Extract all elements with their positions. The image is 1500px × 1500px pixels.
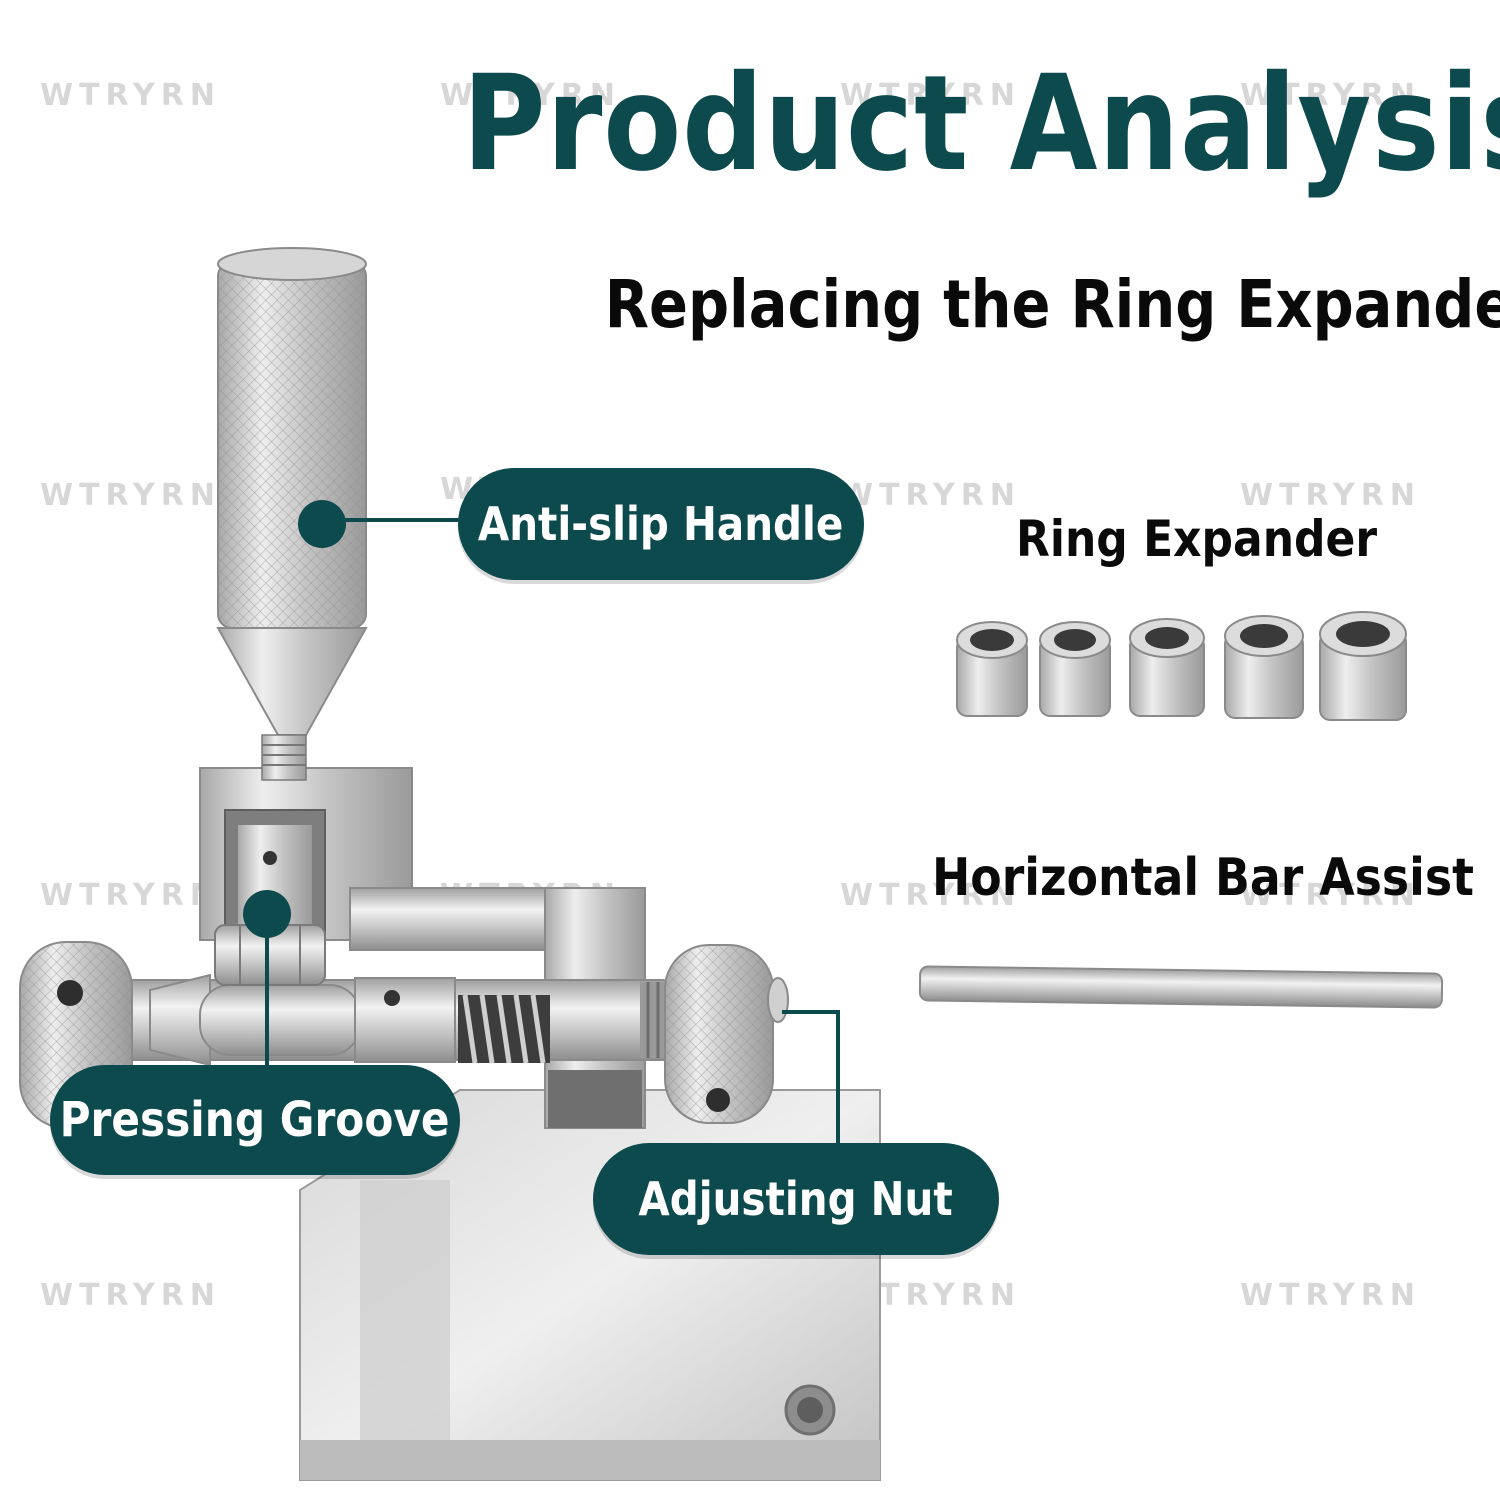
watermark: WTRYRN [1240, 1278, 1421, 1313]
ring-expander-icon [1039, 621, 1111, 717]
callout-label: Anti-slip Handle [478, 497, 844, 551]
ring-expander-icon [1129, 618, 1205, 717]
watermark: WTRYRN [40, 1278, 221, 1313]
callout-label: Adjusting Nut [638, 1172, 954, 1226]
callout-adjusting-nut: Adjusting Nut [593, 1143, 999, 1255]
ring-expander-icon [956, 621, 1028, 717]
groove-marker-icon [243, 890, 291, 938]
callout-lines [243, 500, 840, 1150]
watermark: WTRYRN [40, 878, 221, 913]
watermark: WTRYRN [840, 78, 1021, 113]
watermark: WTRYRN [40, 478, 221, 513]
ring-expander-label: Ring Expander [1016, 510, 1378, 568]
adjusting-nut [664, 944, 789, 1124]
horizontal-bar [918, 965, 1444, 1009]
callout-label: Pressing Groove [60, 1092, 450, 1148]
watermark: WTRYRN [40, 78, 221, 113]
callout-pressing-groove: Pressing Groove [50, 1065, 460, 1175]
callout-anti-slip-handle: Anti-slip Handle [458, 468, 864, 580]
handle-marker-icon [298, 500, 346, 548]
ring-expander-set [956, 611, 1407, 721]
horizontal-bar-label: Horizontal Bar Assist [932, 848, 1474, 908]
watermark: WTRYRN [840, 878, 1021, 913]
watermark: WTRYRN [1240, 878, 1421, 913]
watermark: WTRYRN [440, 78, 621, 113]
page-title: Product Analysis [462, 47, 1500, 201]
ring-expander-icon [1319, 611, 1407, 721]
ring-expander-icon [1224, 615, 1304, 719]
pressing-groove-rollers [214, 924, 326, 986]
page-subtitle: Replacing the Ring Expander [604, 266, 1500, 343]
watermark: WTRYRN [840, 478, 1021, 513]
watermark: WTRYRN [1240, 478, 1421, 513]
shaft-assembly [109, 973, 671, 1067]
watermark: WTRYRN [1240, 78, 1421, 113]
spring-icon [458, 994, 550, 1064]
